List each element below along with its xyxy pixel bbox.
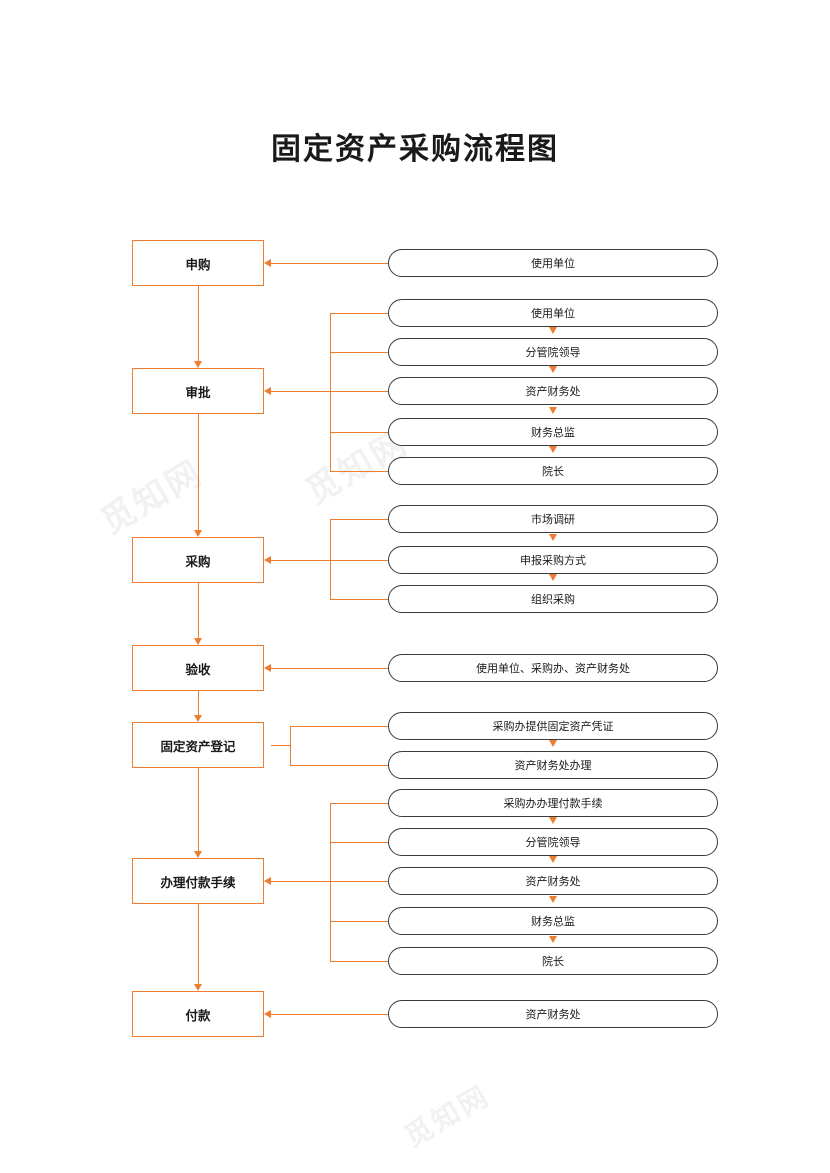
stage-box-apply[interactable]: 申购	[132, 240, 264, 286]
stage-box-pay[interactable]: 付款	[132, 991, 264, 1037]
arrow-down-icon	[549, 446, 557, 453]
arrow-left-icon	[264, 664, 271, 672]
link-approve	[271, 391, 330, 392]
connector-purchase-accept	[198, 583, 199, 639]
purchase-stub-3	[330, 599, 388, 600]
detail-pill-apply-1[interactable]: 使用单位	[388, 249, 718, 277]
arrow-left-icon	[264, 387, 271, 395]
page-title: 固定资产采购流程图	[271, 133, 559, 166]
arrow-down-icon	[194, 851, 202, 858]
detail-pill-register-2[interactable]: 资产财务处办理	[388, 751, 718, 779]
detail-pill-purchase-2[interactable]: 申报采购方式	[388, 546, 718, 574]
connector-approve-purchase	[198, 414, 199, 531]
purchase-group-spine	[330, 519, 331, 599]
stage-box-purchase[interactable]: 采购	[132, 537, 264, 583]
arrow-down-icon	[194, 638, 202, 645]
watermark: 觅知网	[399, 1079, 496, 1153]
arrow-left-icon	[264, 1010, 271, 1018]
arrow-down-icon	[549, 896, 557, 903]
arrow-down-icon	[549, 327, 557, 334]
approve-group-spine	[330, 313, 331, 471]
payment-stub-2	[330, 842, 388, 843]
detail-pill-purchase-1[interactable]: 市场调研	[388, 505, 718, 533]
stage-box-payment[interactable]: 办理付款手续	[132, 858, 264, 904]
arrow-down-icon	[549, 817, 557, 824]
detail-pill-approve-5[interactable]: 院长	[388, 457, 718, 485]
payment-stub-5	[330, 961, 388, 962]
arrow-down-icon	[549, 574, 557, 581]
payment-stub-4	[330, 921, 388, 922]
purchase-stub-2	[330, 560, 388, 561]
detail-pill-accept-1[interactable]: 使用单位、采购办、资产财务处	[388, 654, 718, 682]
approve-stub-2	[330, 352, 388, 353]
detail-pill-approve-2[interactable]: 分管院领导	[388, 338, 718, 366]
watermark: 觅知网	[94, 453, 210, 542]
register-stub-1	[290, 726, 388, 727]
detail-pill-pay-1[interactable]: 资产财务处	[388, 1000, 718, 1028]
arrow-down-icon	[194, 530, 202, 537]
arrow-down-icon	[549, 856, 557, 863]
connector-accept-register	[198, 691, 199, 716]
approve-stub-3	[330, 391, 388, 392]
link-purchase	[271, 560, 330, 561]
detail-pill-approve-4[interactable]: 财务总监	[388, 418, 718, 446]
arrow-down-icon	[549, 534, 557, 541]
detail-pill-approve-3[interactable]: 资产财务处	[388, 377, 718, 405]
arrow-down-icon	[194, 984, 202, 991]
link-register	[271, 745, 290, 746]
link-apply	[271, 263, 388, 264]
arrow-down-icon	[194, 715, 202, 722]
detail-pill-payment-3[interactable]: 资产财务处	[388, 867, 718, 895]
approve-stub-5	[330, 471, 388, 472]
payment-group-spine	[330, 803, 331, 961]
detail-pill-purchase-3[interactable]: 组织采购	[388, 585, 718, 613]
stage-box-approve[interactable]: 审批	[132, 368, 264, 414]
detail-pill-payment-4[interactable]: 财务总监	[388, 907, 718, 935]
detail-pill-payment-5[interactable]: 院长	[388, 947, 718, 975]
detail-pill-approve-1[interactable]: 使用单位	[388, 299, 718, 327]
link-pay	[271, 1014, 388, 1015]
stage-box-accept[interactable]: 验收	[132, 645, 264, 691]
link-payment	[271, 881, 330, 882]
arrow-left-icon	[264, 556, 271, 564]
approve-stub-4	[330, 432, 388, 433]
arrow-down-icon	[549, 366, 557, 373]
detail-pill-register-1[interactable]: 采购办提供固定资产凭证	[388, 712, 718, 740]
purchase-stub-1	[330, 519, 388, 520]
arrow-down-icon	[549, 407, 557, 414]
arrow-left-icon	[264, 877, 271, 885]
approve-stub-1	[330, 313, 388, 314]
arrow-left-icon	[264, 259, 271, 267]
detail-pill-payment-2[interactable]: 分管院领导	[388, 828, 718, 856]
arrow-down-icon	[549, 740, 557, 747]
payment-stub-1	[330, 803, 388, 804]
connector-apply-approve	[198, 286, 199, 362]
link-accept	[271, 668, 388, 669]
register-group-spine	[290, 726, 291, 765]
payment-stub-3	[330, 881, 388, 882]
connector-register-payment	[198, 768, 199, 852]
detail-pill-payment-1[interactable]: 采购办办理付款手续	[388, 789, 718, 817]
arrow-down-icon	[194, 361, 202, 368]
arrow-down-icon	[549, 936, 557, 943]
stage-box-register[interactable]: 固定资产登记	[132, 722, 264, 768]
connector-payment-pay	[198, 904, 199, 985]
register-stub-2	[290, 765, 388, 766]
